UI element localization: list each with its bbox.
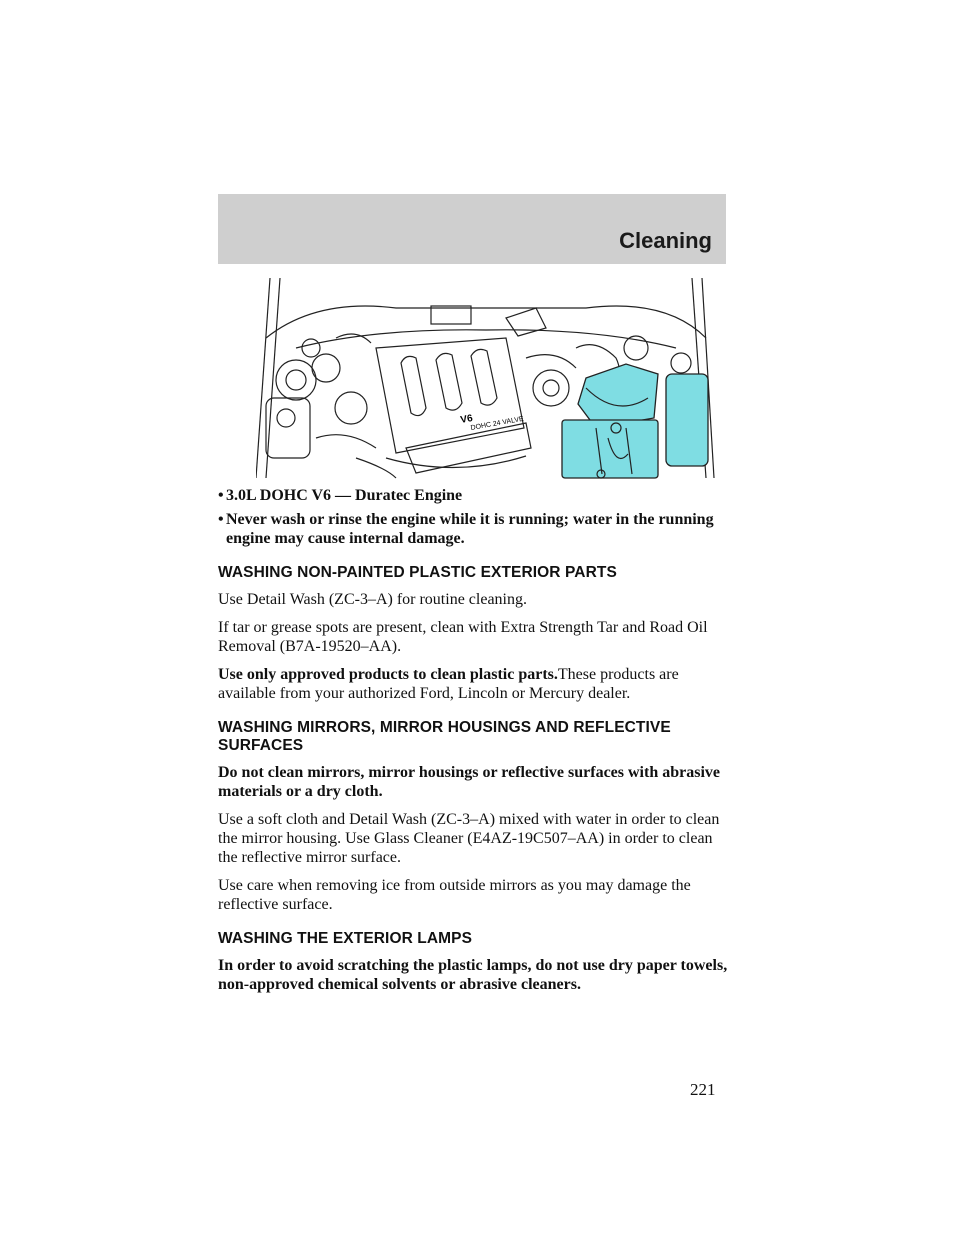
section-heading-plastic: WASHING NON-PAINTED PLASTIC EXTERIOR PAR… — [218, 564, 617, 581]
bullet-dot: • — [218, 487, 224, 504]
paragraph: If tar or grease spots are present, clea… — [218, 619, 708, 655]
engine-compartment-illustration: DOHC 24 VALVE V6 — [256, 278, 715, 479]
bullet-item: • 3.0L DOHC V6 — Duratec Engine — [218, 486, 730, 505]
bullet-text: 3.0L DOHC V6 — Duratec Engine — [226, 487, 463, 504]
paragraph: Use a soft cloth and Detail Wash (ZC-3–A… — [218, 811, 720, 866]
section-title: Cleaning — [619, 228, 712, 253]
warning-paragraph: Do not clean mirrors, mirror housings or… — [218, 764, 720, 800]
bullet-text: Never wash or rinse the engine while it … — [226, 511, 714, 547]
page-number: 221 — [690, 1080, 716, 1099]
section-heading-lamps: WASHING THE EXTERIOR LAMPS — [218, 930, 473, 947]
emphasis-text: Use only approved products to clean plas… — [218, 666, 558, 683]
paragraph: Use Detail Wash (ZC-3–A) for routine cle… — [218, 591, 527, 608]
paragraph: Use only approved products to clean plas… — [218, 665, 730, 703]
engine-logo-text: V6 — [460, 413, 474, 426]
bullet-dot: • — [218, 511, 224, 528]
section-heading-mirrors: WASHING MIRRORS, MIRROR HOUSINGS AND REF… — [218, 719, 671, 754]
bullet-item: • Never wash or rinse the engine while i… — [218, 510, 730, 548]
warning-paragraph: In order to avoid scratching the plastic… — [218, 957, 728, 993]
paragraph-text: These products are available from your a… — [218, 666, 679, 702]
header-band: Cleaning — [218, 194, 726, 264]
page-content: • 3.0L DOHC V6 — Duratec Engine • Never … — [218, 486, 730, 1003]
paragraph: Use care when removing ice from outside … — [218, 877, 691, 913]
